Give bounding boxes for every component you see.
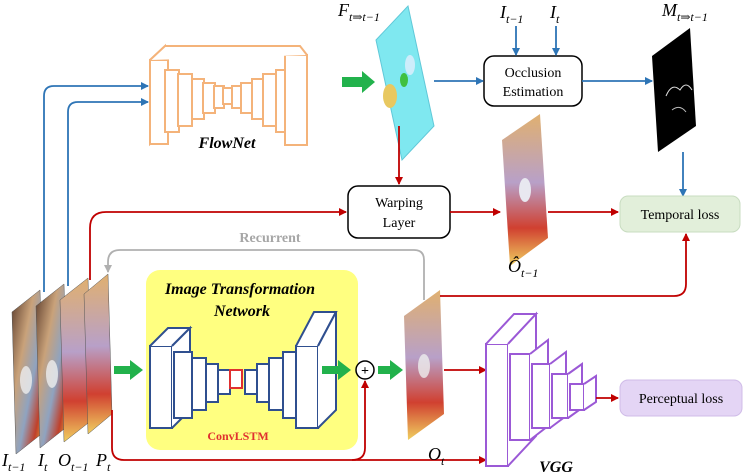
temporal-loss-box [619,195,741,233]
recurrent-label: Recurrent [239,231,300,246]
itn-layers [149,311,338,429]
flownet-label: FlowNet [198,135,256,152]
sum-symbol: + [361,364,369,379]
convlstm-block [229,369,243,389]
recurrent-arrow [104,249,425,300]
green-arrow-sum-output [378,360,403,380]
green-arrow-stack-itn [114,360,143,380]
occlusion-label-line1: Occlusion [505,66,562,81]
flow-label: Ft⇒t−1 [337,0,380,24]
output-label: Ot [428,444,445,468]
mask-image [652,28,696,152]
perceptual-loss-label: Perceptual loss [639,392,723,407]
frame-p-cur [83,273,113,435]
stack-label-i-prev: It−1 [1,450,25,474]
warped-label: Ôt−1 [508,255,538,280]
green-arrow-itn-sum [322,360,351,380]
top-input-prev-label: It−1 [499,2,523,26]
stack-label-o-prev: Ot−1 [58,450,88,474]
itn-label-line1: Image Transformation [164,281,315,298]
sum-node [355,360,375,380]
itn-label-line2: Network [213,303,270,320]
arrow-oprev-warping [89,208,347,280]
arrow-stack-flownet-1 [43,82,149,292]
perceptual-loss-box [619,379,743,417]
mask-label: Mt⇒t−1 [661,0,708,24]
warping-label-line2: Layer [383,216,416,231]
temporal-loss-label: Temporal loss [641,208,720,223]
vgg-network [485,311,597,467]
top-input-cur-label: It [549,2,560,26]
stack-label-i-cur: It [37,450,48,474]
occlusion-label-line2: Estimation [503,85,564,100]
green-arrow-flownet [342,71,375,93]
stack-label-p-cur: Pt [95,450,111,474]
output-image [404,290,444,440]
warped-output-image [502,114,548,266]
arrow-skip-to-sum [111,380,369,461]
flow-image [375,4,435,162]
input-frame-stack [11,273,113,455]
convlstm-label: ConvLSTM [207,429,268,443]
arrow-output-temporal [440,233,690,297]
flownet-network [149,43,308,147]
warping-label-line1: Warping [375,196,423,211]
vgg-label: VGG [539,459,573,476]
arrow-stack-flownet-2 [67,98,149,286]
